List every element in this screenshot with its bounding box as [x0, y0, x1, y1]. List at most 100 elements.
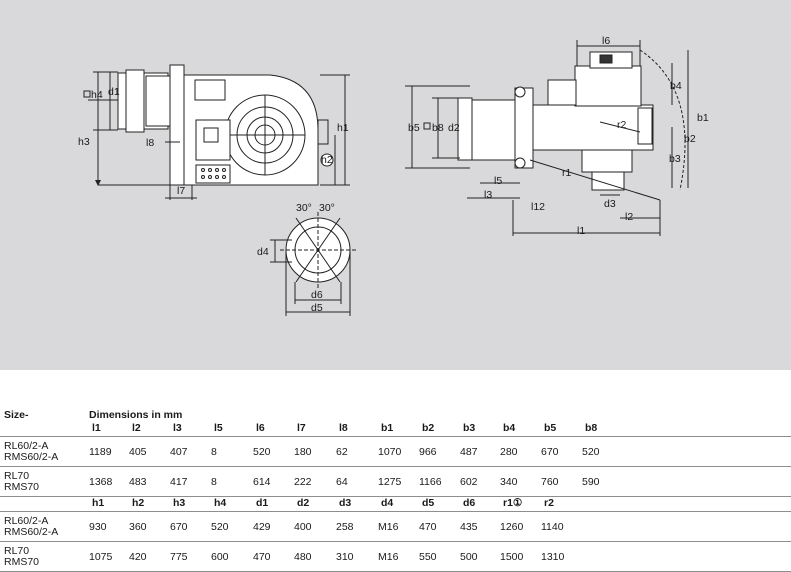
front-view [270, 212, 356, 316]
size-label: RL60/2-A [4, 440, 49, 452]
table-cell: 360 [129, 521, 147, 533]
section1-row-rule [0, 496, 791, 497]
size-label: RMS70 [4, 556, 40, 568]
table-cell: 180 [294, 446, 312, 458]
table-cell: 1166 [419, 476, 442, 488]
label-h1: h1 [337, 122, 349, 134]
technical-drawing: h4 d1 h3 l8 l7 h1 h2 30° 30° d4 d6 d5 l6… [0, 0, 791, 370]
table-cell: 429 [253, 521, 271, 533]
table-cell: 1189 [89, 446, 112, 458]
label-d5: d5 [311, 302, 323, 314]
label-l2: l2 [625, 211, 633, 223]
column-header-9: b3 [463, 422, 476, 434]
label-h3: h3 [78, 136, 90, 148]
table-cell: 520 [582, 446, 600, 458]
top-view [405, 40, 689, 236]
table-cell: 405 [129, 446, 147, 458]
table-cell: 760 [541, 476, 559, 488]
table-cell: 590 [582, 476, 600, 488]
table-cell: 8 [211, 476, 217, 488]
label-h2: h2 [321, 154, 333, 166]
table-cell: 930 [89, 521, 107, 533]
label-l7: l7 [177, 185, 185, 197]
table-cell: 340 [500, 476, 518, 488]
table-cell: 775 [170, 551, 188, 563]
column-header-7: b1 [381, 422, 394, 434]
burner-dimension-drawing: h4 d1 h3 l8 l7 h1 h2 30° 30° d4 d6 d5 l6… [78, 35, 709, 316]
label-b4: b4 [670, 80, 682, 92]
table-cell: 62 [336, 446, 348, 458]
column-header-7: d4 [381, 497, 394, 509]
label-d4: d4 [257, 246, 269, 258]
table-cell: 550 [419, 551, 437, 563]
table-cell: 1368 [89, 476, 113, 488]
table-cell: 258 [336, 521, 354, 533]
column-header-0: l1 [92, 422, 101, 434]
side-view [88, 64, 350, 200]
label-angle-2: 30° [319, 202, 335, 214]
label-d6: d6 [311, 289, 323, 301]
table-cell: 483 [129, 476, 147, 488]
label-d3: d3 [604, 198, 616, 210]
size-label: RL60/2-A [4, 515, 49, 527]
table-cell: 520 [253, 446, 271, 458]
size-header: Size- [4, 409, 29, 421]
label-d1: d1 [108, 86, 120, 98]
label-l12: l12 [531, 201, 545, 213]
drawing-labels: h4 d1 h3 l8 l7 h1 h2 30° 30° d4 d6 d5 l6… [78, 35, 709, 314]
column-header-0: h1 [92, 497, 105, 509]
label-l1: l1 [577, 225, 585, 237]
column-header-1: h2 [132, 497, 145, 509]
column-header-2: l3 [173, 422, 182, 434]
section1-row-rule [0, 466, 791, 467]
label-d2: d2 [448, 122, 460, 134]
label-l5: l5 [494, 175, 502, 187]
size-label: RMS60/2-A [4, 451, 59, 463]
table-cell: 966 [419, 446, 437, 458]
table-cell: 600 [211, 551, 229, 563]
table-cell: 480 [294, 551, 312, 563]
table-cell: 400 [294, 521, 312, 533]
table-cell: 1500 [500, 551, 524, 563]
column-header-4: l6 [256, 422, 265, 434]
table-cell: 1275 [378, 476, 402, 488]
table-cell: 407 [170, 446, 188, 458]
label-angle-1: 30° [296, 202, 312, 214]
table-cell: 670 [541, 446, 559, 458]
column-header-8: d5 [422, 497, 435, 509]
table-cell: 417 [170, 476, 188, 488]
table-cell: 64 [336, 476, 348, 488]
label-l8: l8 [146, 137, 154, 149]
label-b8: b8 [432, 122, 444, 134]
table-cell: 487 [460, 446, 478, 458]
table-cell: 435 [460, 521, 478, 533]
table-cell: 602 [460, 476, 478, 488]
column-header-3: h4 [214, 497, 227, 509]
table-cell: 1070 [378, 446, 402, 458]
table-cell: 1310 [541, 551, 565, 563]
table-cell: 222 [294, 476, 312, 488]
size-label: RL70 [4, 470, 30, 482]
section2-header-rule [0, 511, 791, 512]
table-cell: M16 [378, 551, 399, 563]
table-cell: 470 [253, 551, 271, 563]
label-b1: b1 [697, 112, 709, 124]
section2-row-rule [0, 541, 791, 542]
label-b5: b5 [408, 122, 420, 134]
column-header-10: b4 [503, 422, 516, 434]
table-cell: 1140 [541, 521, 564, 533]
column-header-5: d2 [297, 497, 310, 509]
table-cell: 520 [211, 521, 229, 533]
label-r1: r1 [562, 167, 571, 179]
table-cell: 470 [419, 521, 437, 533]
column-header-4: d1 [256, 497, 269, 509]
column-header-8: b2 [422, 422, 435, 434]
table-cell: 1075 [89, 551, 113, 563]
table-cell: M16 [378, 521, 399, 533]
table-cell: 280 [500, 446, 518, 458]
table-cell: 8 [211, 446, 217, 458]
table-cell: 420 [129, 551, 147, 563]
label-b2: b2 [684, 133, 696, 145]
column-header-3: l5 [214, 422, 223, 434]
table-cell: 614 [253, 476, 271, 488]
